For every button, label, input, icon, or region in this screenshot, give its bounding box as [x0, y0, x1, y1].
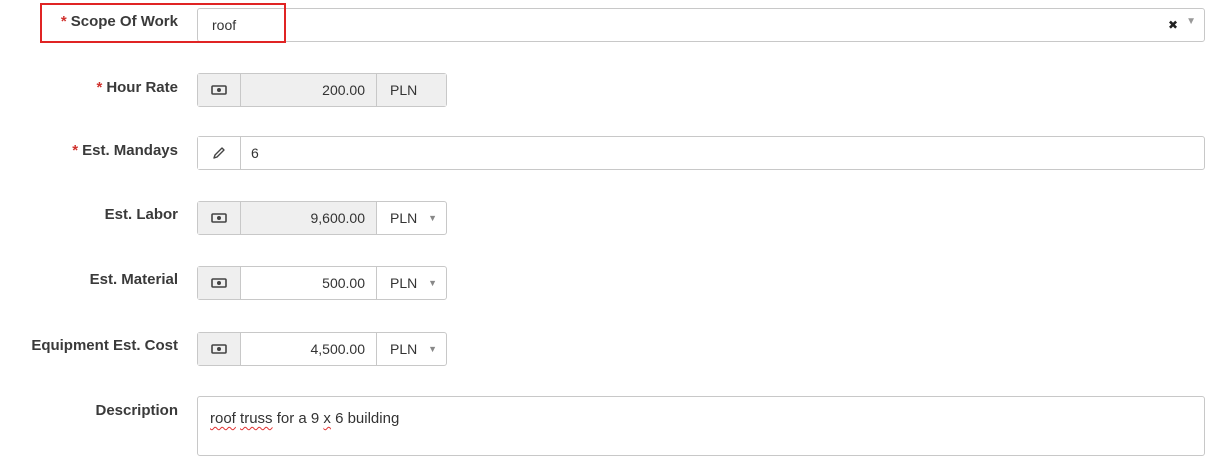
- money-icon: [198, 202, 241, 234]
- est-material-row: Est. Material 500.00 PLN ▼: [0, 264, 1212, 304]
- scope-of-work-value: roof: [212, 17, 237, 33]
- money-icon: [198, 267, 241, 299]
- est-labor-label: Est. Labor: [104, 206, 178, 223]
- description-label: Description: [95, 402, 178, 419]
- money-icon: [198, 333, 241, 365]
- hour-rate-input[interactable]: 200.00: [241, 74, 376, 106]
- close-icon[interactable]: ✖: [1167, 18, 1178, 32]
- est-mandays-row: *Est. Mandays 6: [0, 134, 1212, 174]
- scope-of-work-highlight: [40, 3, 286, 43]
- required-mark: *: [96, 79, 103, 96]
- caret-down-icon: ▼: [428, 213, 437, 223]
- description-row: Description roof truss for a 9 x 6 build…: [0, 395, 1212, 456]
- description-value: roof truss for a 9 x 6 building: [210, 410, 400, 427]
- required-mark: *: [60, 13, 67, 30]
- equipment-est-cost-field: 4,500.00 PLN ▼: [197, 332, 447, 366]
- scope-of-work-select[interactable]: roof ✖ ▼: [197, 8, 1205, 42]
- equipment-est-cost-label: Equipment Est. Cost: [31, 337, 178, 354]
- pencil-icon: [198, 137, 241, 169]
- scope-of-work-label: *Scope Of Work: [60, 13, 178, 30]
- est-labor-field: 9,600.00 PLN ▼: [197, 201, 447, 235]
- equipment-est-cost-row: Equipment Est. Cost 4,500.00 PLN ▼: [0, 330, 1212, 370]
- money-icon: [198, 74, 241, 106]
- caret-down-icon[interactable]: ▼: [1186, 16, 1196, 27]
- caret-down-icon: ▼: [428, 344, 437, 354]
- est-material-input[interactable]: 500.00: [322, 275, 365, 291]
- est-mandays-field: 6: [197, 136, 1205, 170]
- est-material-field: 500.00 PLN ▼: [197, 266, 447, 300]
- est-material-label: Est. Material: [89, 271, 178, 288]
- equipment-est-cost-currency-select[interactable]: PLN ▼: [376, 333, 446, 365]
- description-textarea[interactable]: roof truss for a 9 x 6 building: [197, 396, 1205, 456]
- hour-rate-field: 200.00 PLN: [197, 73, 447, 107]
- est-labor-currency-select[interactable]: PLN ▼: [376, 202, 446, 234]
- est-mandays-label: *Est. Mandays: [72, 142, 178, 159]
- est-mandays-input[interactable]: 6: [251, 145, 259, 161]
- caret-down-icon: ▼: [428, 278, 437, 288]
- est-material-currency-select[interactable]: PLN ▼: [376, 267, 446, 299]
- scope-of-work-row: *Scope Of Work roof ✖ ▼: [0, 4, 1212, 44]
- est-labor-row: Est. Labor 9,600.00 PLN ▼: [0, 199, 1212, 239]
- hour-rate-row: *Hour Rate 200.00 PLN: [0, 70, 1212, 110]
- required-mark: *: [72, 142, 79, 159]
- hour-rate-label: *Hour Rate: [96, 79, 178, 96]
- est-labor-input[interactable]: 9,600.00: [241, 202, 376, 234]
- equipment-est-cost-input[interactable]: 4,500.00: [310, 341, 366, 357]
- hour-rate-currency: PLN: [376, 74, 446, 106]
